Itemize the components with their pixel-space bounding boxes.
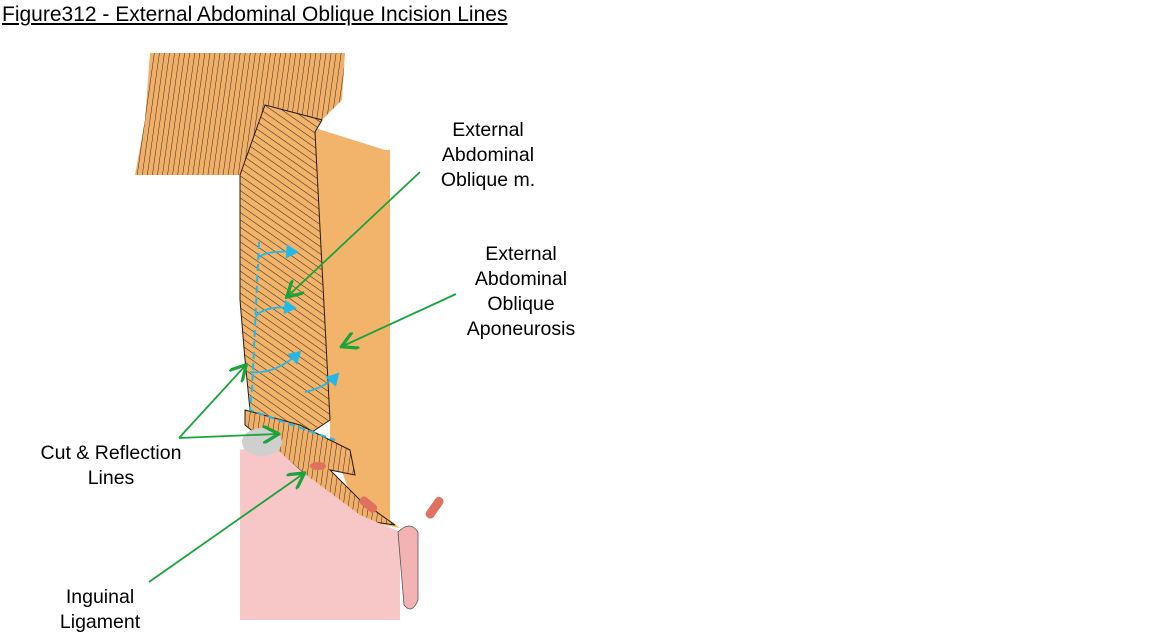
vessel — [310, 462, 326, 470]
incision-line — [248, 241, 336, 441]
label-line: Oblique — [487, 293, 555, 315]
figure-title: Figure312 - External Abdominal Oblique I… — [2, 3, 508, 26]
reflection-arrow — [254, 299, 297, 319]
label-inguinal-ligament: Inguinal Ligament — [60, 585, 140, 635]
label-line: Inguinal — [65, 586, 135, 608]
ligament-pointer-arrow — [148, 474, 303, 583]
aponeurosis-pointer-arrow — [343, 293, 457, 346]
skin-region — [240, 443, 400, 620]
label-external-abdominal-oblique-muscle: External Abdominal Oblique m. — [441, 118, 535, 193]
label-line: Aponeurosis — [466, 318, 576, 340]
cut-lines-pointer-arrow — [178, 366, 245, 439]
label-line: Cut & Reflection — [40, 442, 182, 464]
reflection-arrow — [304, 372, 340, 393]
label-line: Abdominal — [474, 268, 568, 290]
label-line: Oblique m. — [440, 169, 536, 191]
label-line: Abdominal — [441, 144, 535, 166]
reflection-arrow — [249, 350, 302, 374]
vessel — [359, 496, 378, 513]
label-line: Ligament — [59, 611, 141, 633]
label-line: Lines — [87, 467, 135, 489]
label-line: External — [452, 119, 524, 141]
reflection-arrow — [257, 244, 299, 259]
cut-lines-pointer-arrow — [178, 434, 277, 438]
vessel — [425, 496, 444, 519]
gray-structure — [242, 428, 282, 456]
aponeurosis-region — [315, 128, 400, 528]
muscle-pointer-arrow — [288, 171, 421, 296]
label-line: External — [485, 243, 557, 265]
label-cut-reflection-lines: Cut & Reflection Lines — [41, 441, 182, 491]
external-oblique-muscle — [239, 104, 331, 441]
shoulder-muscle — [135, 53, 345, 175]
penis-shape — [397, 525, 419, 610]
label-aponeurosis: External Abdominal Oblique Aponeurosis — [467, 242, 575, 342]
